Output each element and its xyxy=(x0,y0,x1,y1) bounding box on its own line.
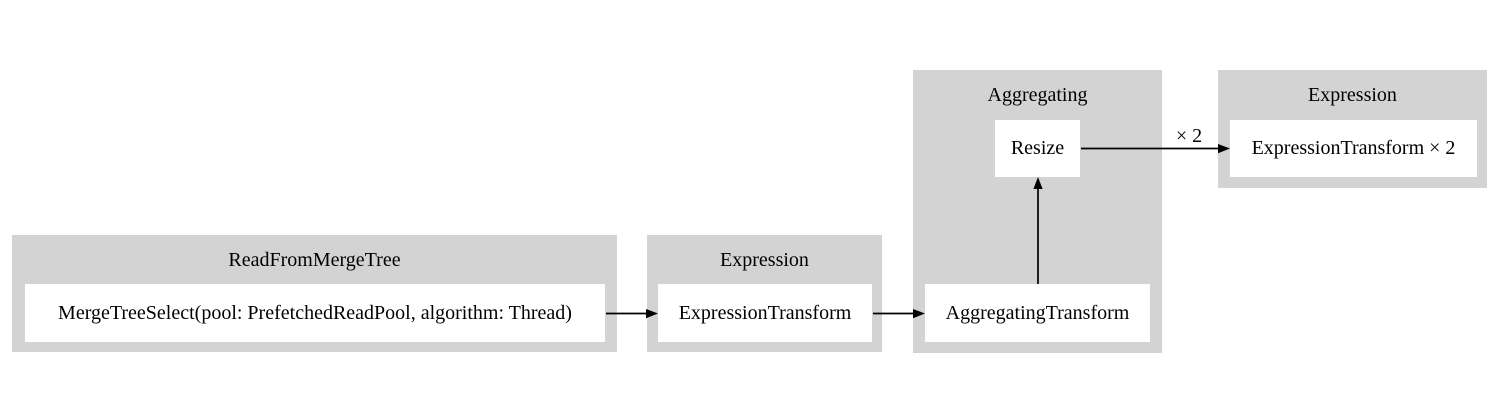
node-mergetreeselect-label: MergeTreeSelect(pool: PrefetchedReadPool… xyxy=(58,301,572,324)
node-resize: Resize xyxy=(995,120,1080,177)
node-mergetreeselect: MergeTreeSelect(pool: PrefetchedReadPool… xyxy=(25,284,605,342)
node-expressiontransform-label: ExpressionTransform xyxy=(678,301,852,324)
node-expressiontransform-x2-label: ExpressionTransform × 2 xyxy=(1251,137,1456,159)
cluster-aggregating-label: Aggregating xyxy=(987,83,1088,106)
node-expressiontransform-x2: ExpressionTransform × 2 xyxy=(1230,120,1477,177)
cluster-expression-2-label: Expression xyxy=(1308,83,1397,106)
node-aggregatingtransform: AggregatingTransform xyxy=(925,284,1150,342)
cluster-readfrommergetree-label: ReadFromMergeTree xyxy=(228,248,401,271)
cluster-expression-1-label: Expression xyxy=(720,248,809,271)
node-aggregatingtransform-label: AggregatingTransform xyxy=(945,301,1130,324)
node-resize-label: Resize xyxy=(1010,137,1065,159)
edge-multiplier-label: × 2 xyxy=(1175,125,1203,147)
node-expressiontransform: ExpressionTransform xyxy=(658,284,872,342)
